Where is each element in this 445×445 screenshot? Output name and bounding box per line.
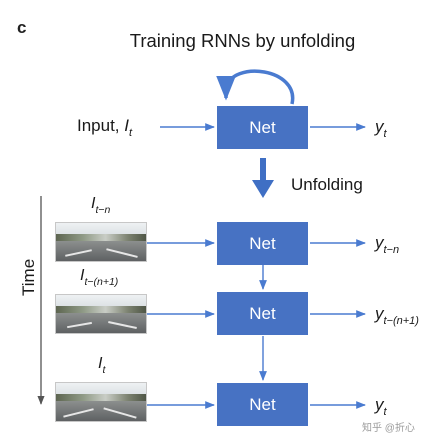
time-axis-label: Time — [19, 259, 39, 296]
output-sub-step-3: t — [383, 406, 387, 418]
input-sub: t — [129, 127, 133, 139]
unfolding-arrow-head — [252, 180, 274, 198]
time-axis-label-text: Time — [19, 258, 38, 296]
diagram-title: Training RNNs by unfolding — [0, 30, 445, 52]
input-label-text: Input, — [77, 116, 125, 135]
net-box-step-1: Net — [217, 222, 308, 265]
frame-label-2: It−(n+1) — [80, 267, 119, 288]
output-sub-top: t — [383, 128, 387, 140]
panel-letter: c — [17, 18, 27, 37]
frame-var-2: I — [80, 267, 85, 284]
unfolding-label: Unfolding — [291, 175, 363, 194]
output-var-top: y — [375, 117, 384, 136]
road-frame-image-1 — [55, 222, 147, 262]
output-label-step-1: yt−n — [375, 233, 400, 256]
frame-sub-3: t — [102, 364, 106, 376]
output-var-step-2: y — [375, 304, 384, 323]
output-sub-step-1: t−n — [383, 244, 400, 256]
diagram-title-text: Training RNNs by unfolding — [129, 30, 356, 51]
input-label: Input, It — [77, 116, 133, 139]
recurrent-loop-arrow — [216, 69, 295, 105]
output-var-step-3: y — [375, 395, 384, 414]
frame-sub-2: t−(n+1) — [84, 276, 119, 288]
output-label-step-2: yt−(n+1) — [375, 304, 419, 327]
output-label-top: yt — [375, 117, 387, 140]
net-box-top: Net — [217, 106, 308, 149]
road-frame-image-2 — [55, 294, 147, 334]
frame-sub-1: t−n — [95, 204, 111, 216]
output-label-step-3: yt — [375, 395, 387, 418]
frame-label-3: It — [98, 355, 106, 376]
net-box-step-3: Net — [217, 383, 308, 426]
output-sub-step-2: t−(n+1) — [383, 315, 419, 327]
output-var-step-1: y — [375, 233, 384, 252]
frame-var-3: I — [98, 355, 103, 372]
frame-var-1: I — [91, 195, 96, 212]
input-var: I — [124, 116, 129, 135]
frame-label-1: It−n — [91, 195, 111, 216]
road-frame-image-3 — [55, 382, 147, 422]
watermark: 知乎 @折心 — [362, 423, 415, 434]
net-box-step-2: Net — [217, 292, 308, 335]
